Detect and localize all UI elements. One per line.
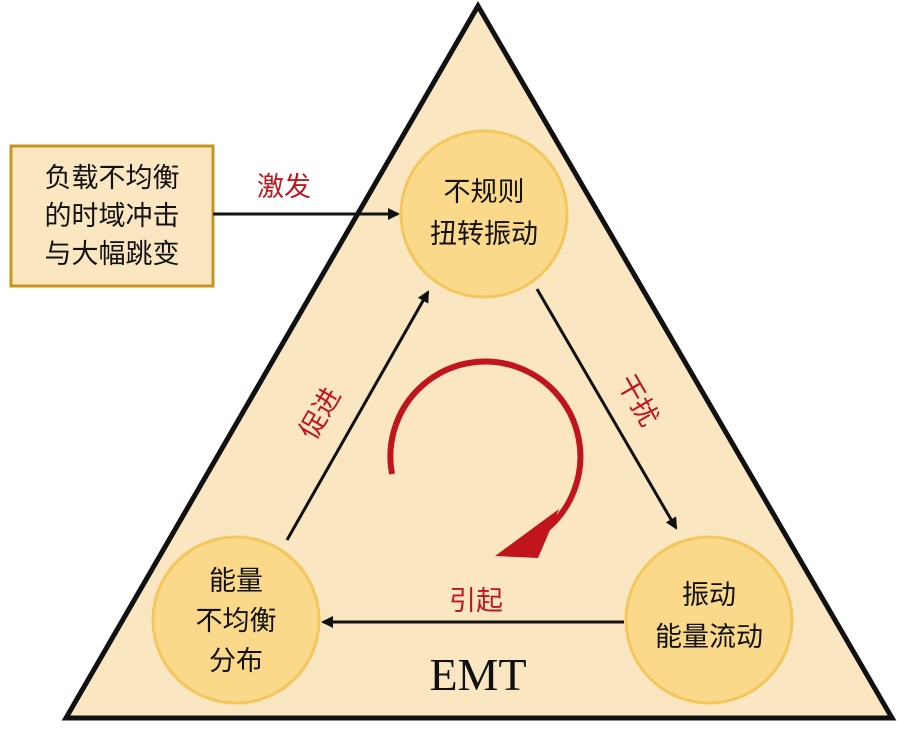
interfere-arrow — [535, 288, 678, 530]
emt-label: EMT — [429, 649, 526, 700]
input-box-line-2: 的时域冲击 — [45, 201, 180, 232]
right-node-line-2: 能量流动 — [655, 622, 763, 653]
input-box-line-1: 负载不均衡 — [45, 163, 180, 194]
node-energy-imbalance-distribution — [151, 535, 321, 705]
node-irregular-torsional-vibration — [399, 129, 569, 299]
cycle-arrow-head — [495, 509, 559, 558]
left-node-line-3: 分布 — [209, 646, 263, 677]
promote-arrow — [285, 290, 430, 541]
left-node-line-1: 能量 — [209, 566, 263, 597]
input-box — [9, 144, 215, 288]
node-vibration-energy-flow — [624, 535, 794, 705]
right-node-line-1: 振动 — [682, 580, 736, 611]
cycle-arrow — [387, 358, 584, 531]
left-node-line-2: 不均衡 — [196, 606, 277, 637]
excite-label: 激发 — [257, 172, 311, 203]
input-box-line-3: 与大幅跳变 — [45, 239, 180, 270]
top-node-line-1: 不规则 — [444, 177, 525, 208]
top-node-line-2: 扭转振动 — [430, 219, 538, 250]
cause-label: 引起 — [449, 586, 503, 617]
